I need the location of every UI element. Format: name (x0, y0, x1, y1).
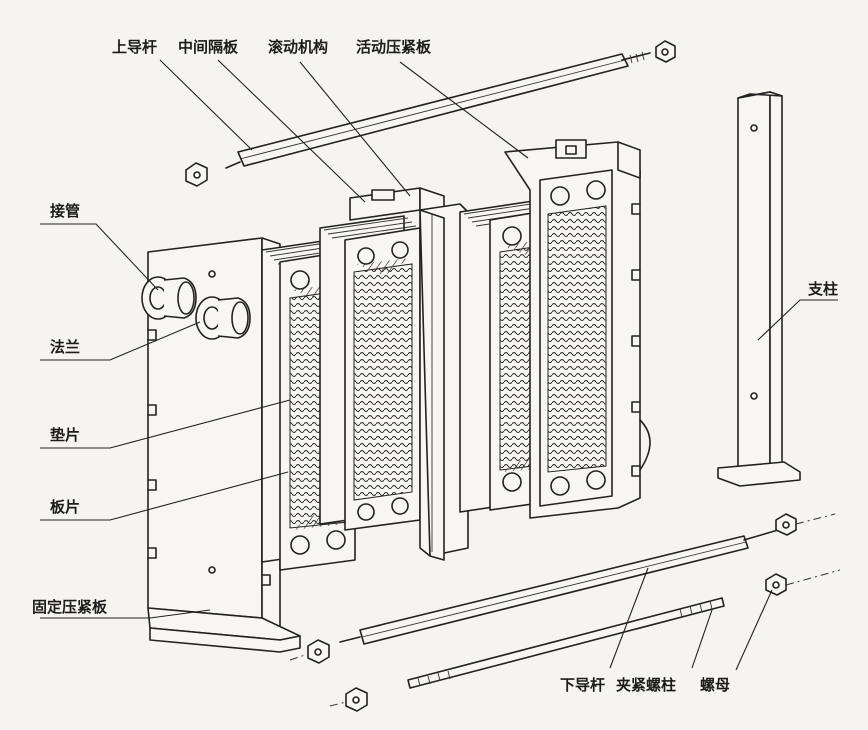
connecting-pipe-upper (141, 276, 197, 320)
support-column (717, 91, 801, 487)
label-flange: 法兰 (50, 338, 80, 356)
label-lower-guide-rod: 下导杆 (560, 676, 605, 694)
label-fixed-pressure-plate: 固定压紧板 (32, 598, 108, 616)
labels: 上导杆 中间隔板 滚动机构 活动压紧板 接管 法兰 垫片 板片 固定压紧板 支柱… (32, 38, 838, 694)
upper-rod-nut-left (185, 162, 208, 187)
label-upper-guide-rod: 上导杆 (112, 38, 157, 56)
clamping-bolt-nut-right (765, 573, 787, 596)
connecting-pipe-lower (195, 296, 251, 340)
label-clamping-bolt: 夹紧螺柱 (616, 676, 676, 694)
clamping-bolt (329, 569, 841, 712)
label-nut: 螺母 (700, 676, 730, 694)
clamping-bolt-nut-left (345, 687, 368, 712)
label-connecting-pipe: 接管 (50, 202, 80, 220)
label-support-column: 支柱 (807, 280, 838, 298)
label-rolling-mechanism: 滚动机构 (268, 38, 328, 56)
movable-pressure-plate (504, 139, 651, 519)
lower-rod-nut-right (775, 513, 797, 536)
label-plate: 板片 (50, 498, 80, 516)
upper-rod-nut-right (655, 40, 676, 63)
lower-rod-nut-left (307, 639, 330, 664)
label-middle-partition-plate: 中间隔板 (178, 38, 239, 56)
lower-guide-rod (289, 513, 836, 664)
middle-partition-plate (349, 187, 469, 561)
label-gasket: 垫片 (50, 426, 80, 444)
label-movable-pressure-plate: 活动压紧板 (356, 38, 432, 56)
leader-lines (40, 59, 838, 671)
plate-pack-middle (319, 215, 421, 531)
